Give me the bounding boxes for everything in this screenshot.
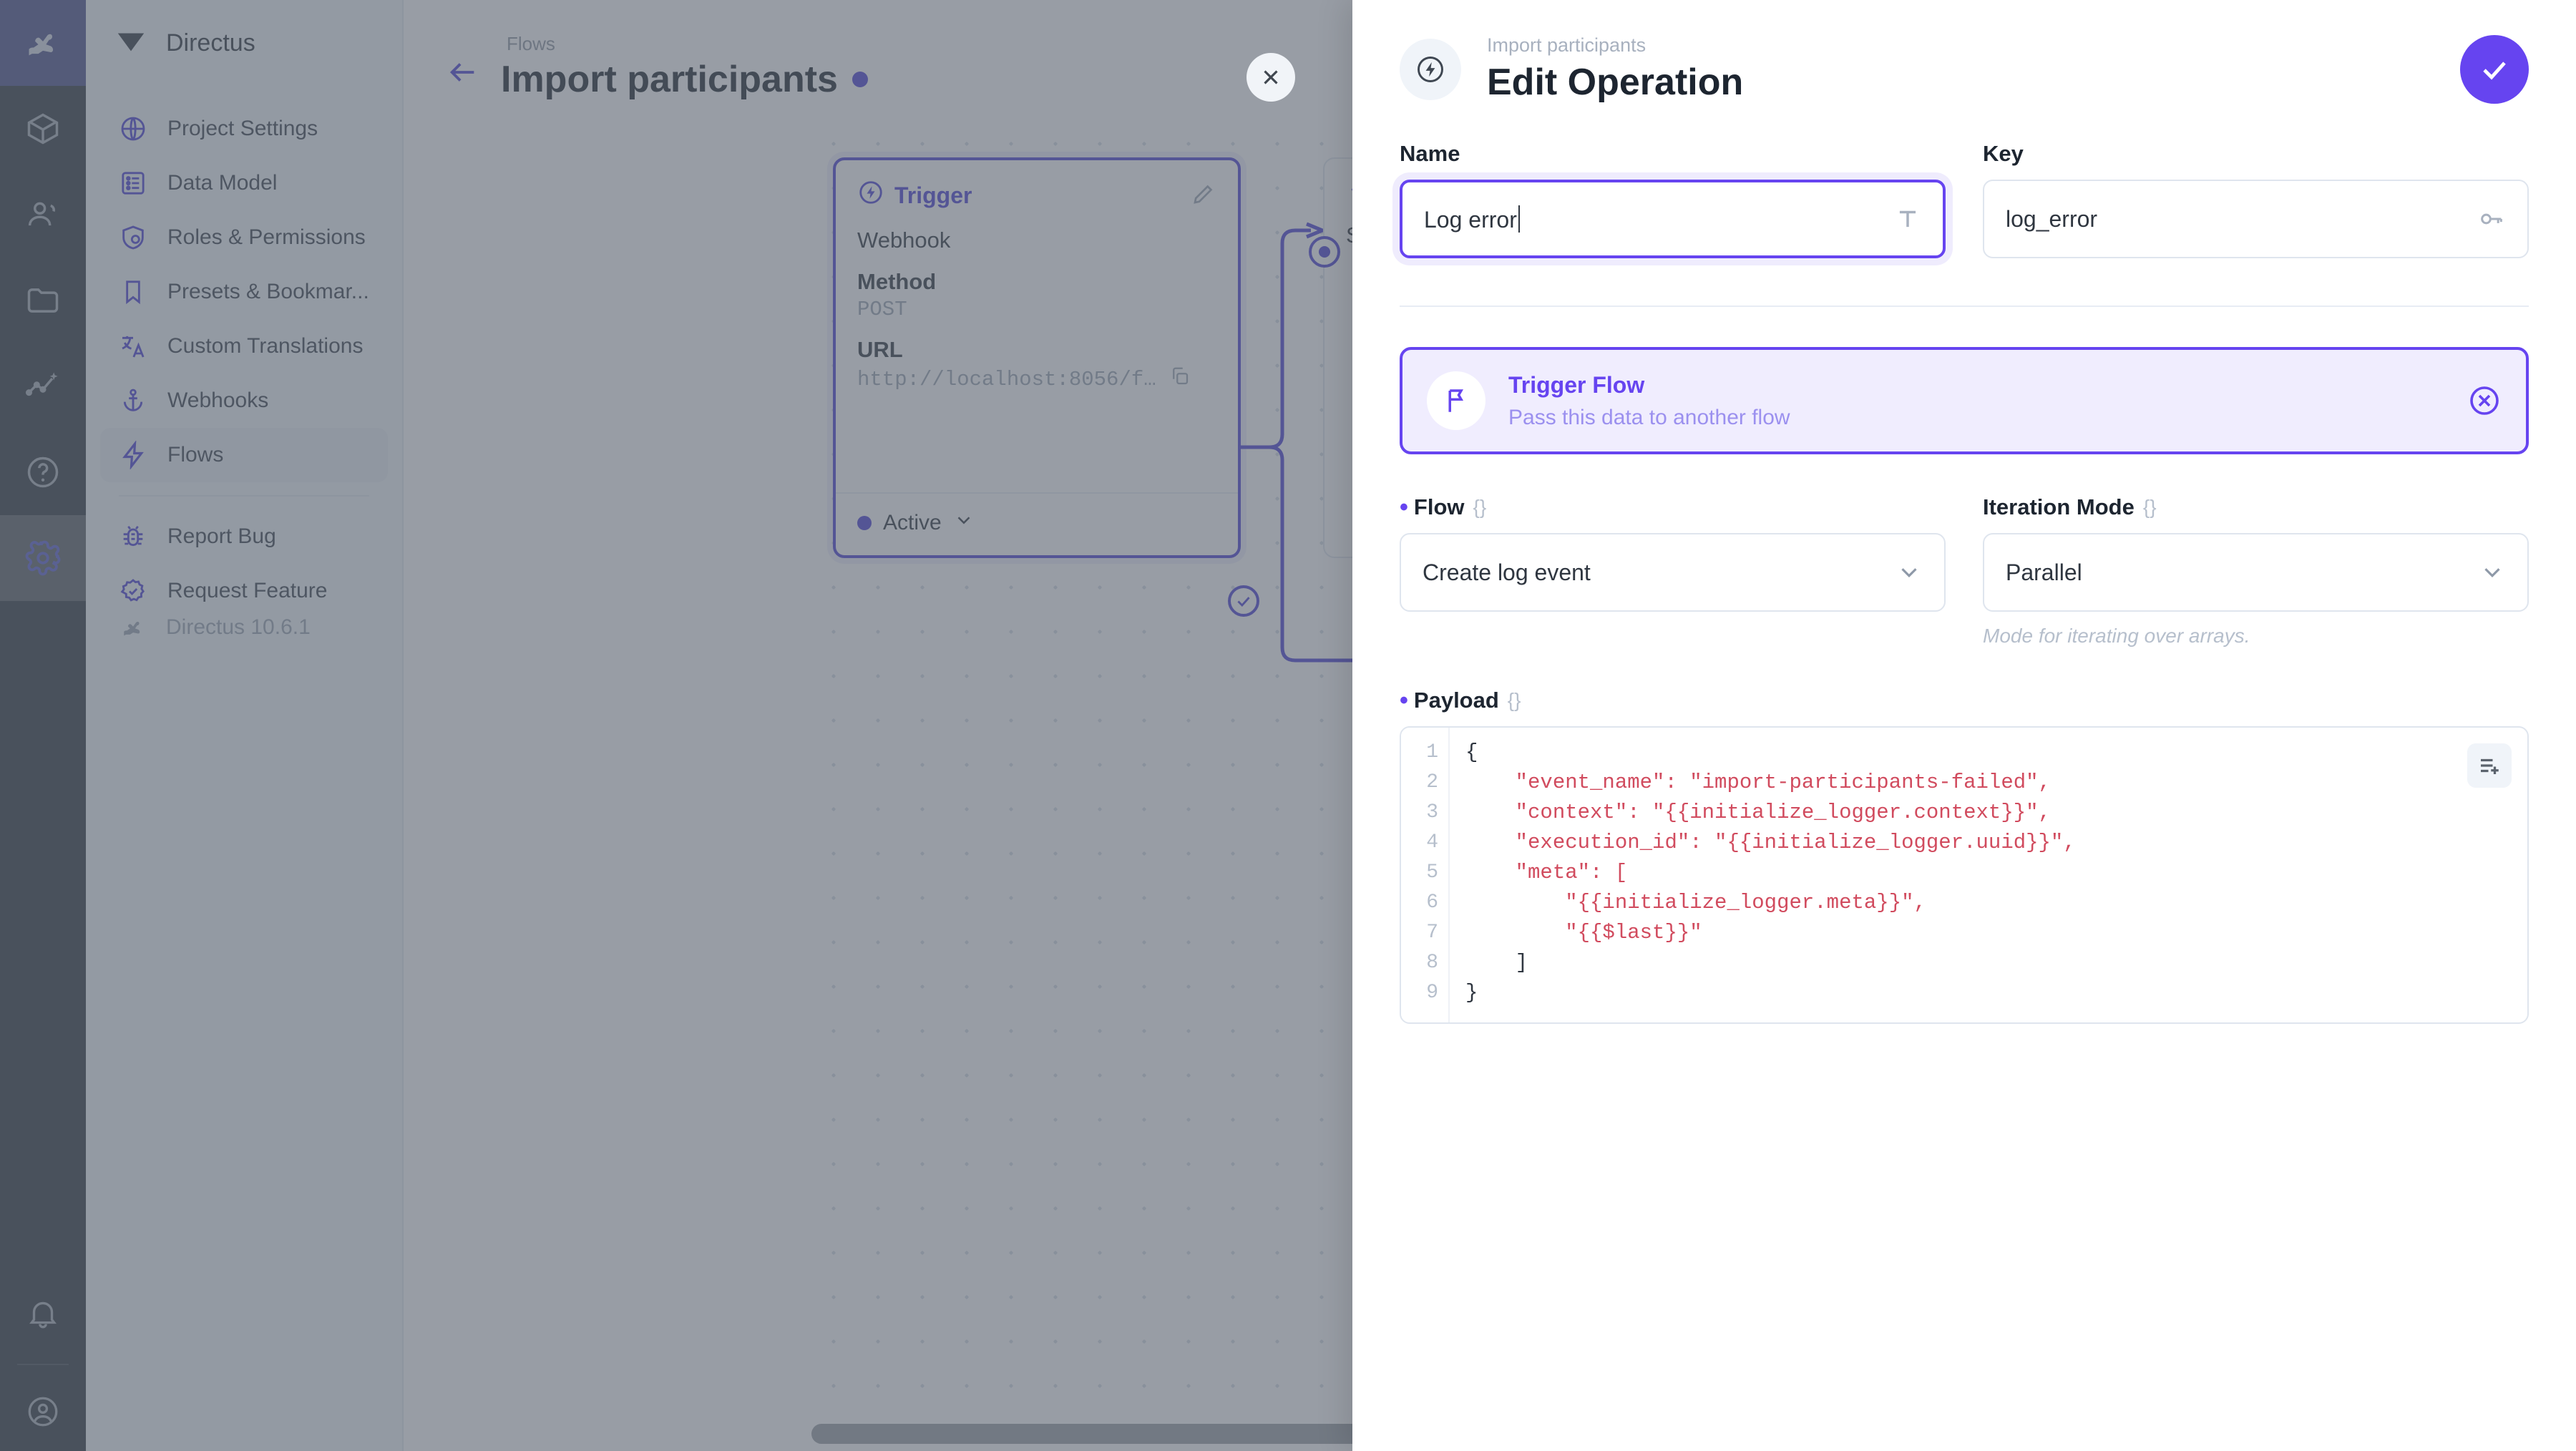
- line-number: 6: [1426, 891, 1438, 914]
- cancel-circle-icon[interactable]: [2467, 383, 2502, 418]
- section-divider: [1400, 306, 2529, 307]
- template-brace-icon: {}: [2142, 496, 2157, 518]
- flow-iteration-row: • Flow {} Create log event Iteration Mod…: [1400, 494, 2529, 648]
- flow-label: • Flow {}: [1400, 494, 1487, 521]
- drawer-body: Name Log error Key log_error: [1352, 104, 2576, 1024]
- iteration-mode-label: Iteration Mode {}: [1983, 494, 2157, 519]
- code-line: "{{initialize_logger.meta}}",: [1465, 891, 1926, 914]
- bolt-circle-icon: [1400, 38, 1461, 100]
- name-key-row: Name Log error Key log_error: [1400, 141, 2529, 258]
- line-number: 3: [1426, 801, 1438, 824]
- code-line: {: [1465, 741, 1478, 764]
- drawer-breadcrumb[interactable]: Import participants: [1487, 34, 1646, 56]
- chevron-down-icon: [2479, 559, 2506, 586]
- line-number: 8: [1426, 952, 1438, 974]
- code-line: "execution_id": "{{initialize_logger.uui…: [1465, 831, 2076, 854]
- flag-icon: [1427, 371, 1485, 430]
- payload-label: • Payload {}: [1400, 687, 1521, 714]
- drawer-header: Import participants Edit Operation: [1352, 0, 2576, 104]
- payload-field-group: • Payload {} 1 2 3 4 5 6 7 8 9 {: [1400, 688, 2529, 1024]
- name-label: Name: [1400, 141, 1460, 166]
- line-number: 2: [1426, 771, 1438, 793]
- line-number: 4: [1426, 831, 1438, 854]
- flow-select-value: Create log event: [1423, 559, 1591, 585]
- code-line: "event_name": "import-participants-faile…: [1465, 771, 2051, 794]
- iteration-mode-select[interactable]: Parallel: [1983, 533, 2529, 612]
- code-line: }: [1465, 981, 1478, 1005]
- line-number: 1: [1426, 741, 1438, 763]
- format-insert-icon[interactable]: [2467, 743, 2512, 788]
- key-icon: [2477, 205, 2506, 233]
- line-number: 7: [1426, 922, 1438, 944]
- code-line: "context": "{{initialize_logger.context}…: [1465, 801, 2051, 824]
- iteration-mode-value: Parallel: [2006, 559, 2082, 585]
- key-label: Key: [1983, 141, 2024, 166]
- close-icon[interactable]: [1246, 53, 1295, 102]
- code-line: "{{$last}}": [1465, 921, 1702, 944]
- code-line: ]: [1465, 951, 1528, 974]
- payload-code-editor[interactable]: 1 2 3 4 5 6 7 8 9 { "event_name": "impor…: [1400, 726, 2529, 1024]
- operation-type-card[interactable]: Trigger Flow Pass this data to another f…: [1400, 347, 2529, 454]
- flow-select[interactable]: Create log event: [1400, 533, 1946, 612]
- flow-field-group: • Flow {} Create log event: [1400, 494, 1946, 648]
- drawer-title: Edit Operation: [1487, 62, 1744, 103]
- text-format-icon: [1894, 205, 1921, 233]
- operation-type-subtitle: Pass this data to another flow: [1508, 405, 1790, 429]
- name-input[interactable]: Log error: [1400, 180, 1946, 258]
- line-number: 5: [1426, 861, 1438, 884]
- key-input[interactable]: log_error: [1983, 180, 2529, 258]
- name-input-value: Log error: [1424, 206, 1517, 233]
- key-input-value: log_error: [2006, 205, 2098, 232]
- template-brace-icon: {}: [1507, 689, 1521, 711]
- editor-code-content[interactable]: { "event_name": "import-participants-fai…: [1450, 728, 2527, 1022]
- editor-line-numbers: 1 2 3 4 5 6 7 8 9: [1401, 728, 1450, 1022]
- key-field-group: Key log_error: [1983, 141, 2529, 258]
- save-button[interactable]: [2460, 34, 2529, 104]
- name-field-group: Name Log error: [1400, 141, 1946, 258]
- line-number: 9: [1426, 982, 1438, 1004]
- iteration-mode-hint: Mode for iterating over arrays.: [1983, 625, 2250, 647]
- operation-type-title: Trigger Flow: [1508, 371, 1645, 398]
- edit-operation-drawer: Import participants Edit Operation Name …: [1352, 0, 2576, 1451]
- text-caret: [1518, 205, 1520, 233]
- iteration-mode-field-group: Iteration Mode {} Parallel Mode for iter…: [1983, 494, 2529, 648]
- chevron-down-icon: [1896, 559, 1923, 586]
- template-brace-icon: {}: [1473, 496, 1487, 518]
- code-line: "meta": [: [1465, 861, 1628, 884]
